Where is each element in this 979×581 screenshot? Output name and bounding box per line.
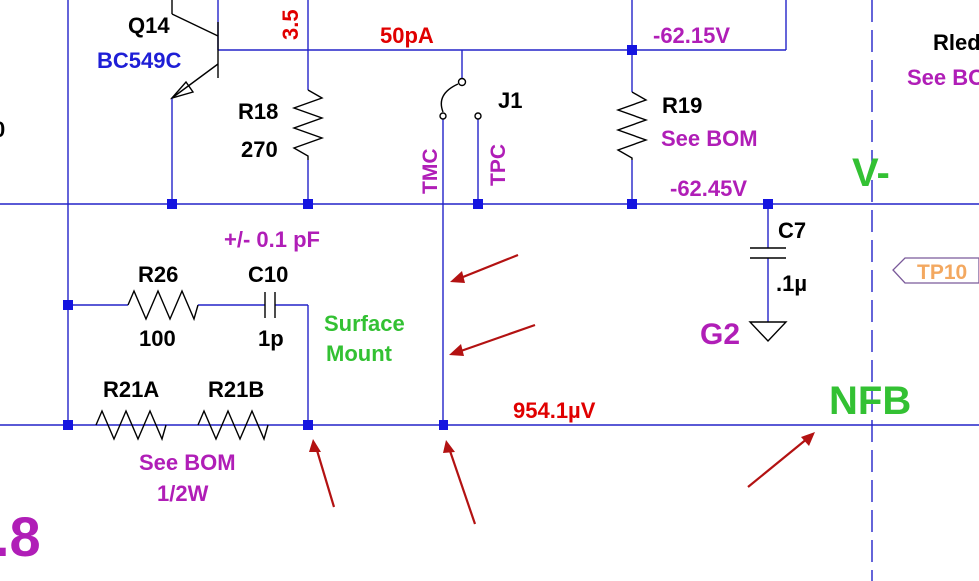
nfb-label: NFB [829, 379, 911, 423]
see-bom-partial-label: See BO [907, 65, 979, 90]
left-big-label: .8 [0, 505, 41, 568]
c10-value-label: 1p [258, 326, 284, 351]
resistor-r21a-symbol [95, 409, 167, 442]
r19-name-label: R19 [662, 93, 702, 118]
left-zero-label: 0 [0, 117, 5, 142]
arrow-tmc-lower [457, 323, 536, 354]
capacitor-c10-symbol [264, 292, 276, 318]
arrow-c10-node [314, 446, 336, 508]
current-top-label: 50pA [380, 23, 434, 48]
q14-name-label: Q14 [128, 13, 170, 38]
half-watt-label: 1/2W [157, 481, 209, 506]
r21a-name-label: R21A [103, 377, 159, 402]
arrow-tmc-node [447, 447, 477, 525]
node-tpc [473, 199, 483, 209]
r18-top-value-label: 3.5 [278, 9, 303, 40]
resistor-r19-symbol [615, 91, 649, 160]
g2-label: G2 [700, 318, 740, 351]
vminus-label: V- [852, 151, 890, 195]
tp10-flag-symbol [892, 257, 979, 284]
tpc-label: TPC [487, 144, 510, 186]
arrow-nfb [747, 437, 809, 488]
node-c7-top [763, 199, 773, 209]
junction-nodes [63, 45, 773, 430]
r21b-name-label: R21B [208, 377, 264, 402]
c7-name-label: C7 [778, 218, 806, 243]
resistor-r18-symbol [291, 89, 325, 160]
tp10-label: TP10 [917, 261, 967, 284]
r19-value-label: See BOM [661, 126, 758, 151]
node-q14-emitter [167, 199, 177, 209]
node-r26-left [63, 300, 73, 310]
c10-name-label: C10 [248, 262, 288, 287]
arrow-tmc-upper [457, 253, 519, 281]
v-mid-label: -62.45V [670, 176, 747, 201]
node-top-rail [627, 45, 637, 55]
resistor-r21b-symbol [197, 409, 269, 442]
node-bottom-c10 [303, 420, 313, 430]
surface-line1-label: Surface [324, 311, 405, 336]
node-bottom-tmc [439, 420, 448, 430]
annotation-arrows [309, 253, 815, 525]
resistor-r26-symbol [127, 289, 199, 322]
rled-partial-label: Rled [933, 30, 979, 55]
r18-name-label: R18 [238, 99, 278, 124]
capacitor-c7-symbol [750, 247, 786, 259]
j1-name-label: J1 [498, 88, 522, 113]
see-bom-bottom-label: See BOM [139, 450, 236, 475]
voltage-bottom-label: 954.1µV [513, 398, 596, 423]
tmc-label: TMC [419, 149, 442, 195]
r26-value-label: 100 [139, 326, 176, 351]
r26-name-label: R26 [138, 262, 178, 287]
node-r19-bottom [627, 199, 637, 209]
node-bottom-left [63, 420, 73, 430]
v-top-label: -62.15V [653, 23, 730, 48]
jumper-j1-symbol [439, 77, 482, 120]
cap-tolerance-label: +/- 0.1 pF [224, 227, 320, 252]
ground-g2-symbol [748, 321, 788, 343]
transistor-q14-symbol [169, 0, 219, 100]
r18-value-label: 270 [241, 137, 278, 162]
c7-value-label: .1µ [776, 271, 807, 296]
node-r18-bottom [303, 199, 313, 209]
q14-model-label: BC549C [97, 48, 181, 73]
surface-line2-label: Mount [326, 341, 393, 366]
